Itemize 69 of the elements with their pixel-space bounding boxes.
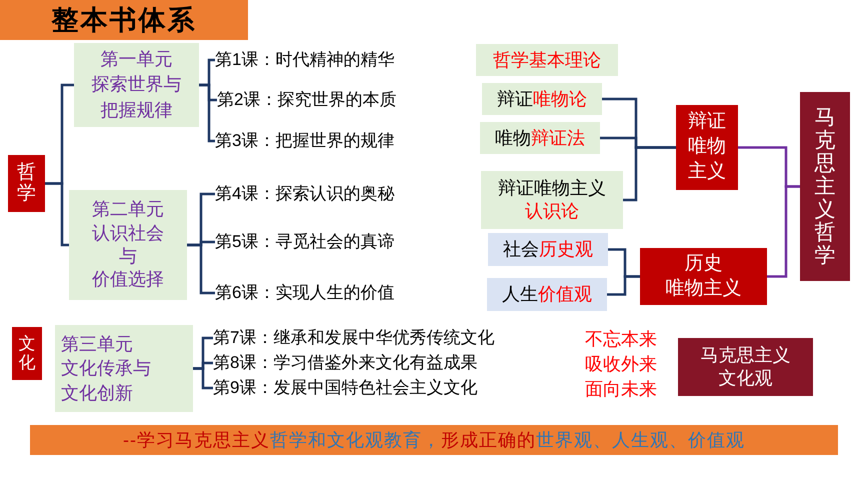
node-text: 辩证 — [497, 88, 533, 110]
node-text: 文化创新 — [61, 382, 133, 405]
node-text: 马克思主义哲学 — [814, 106, 836, 268]
node-text: 第2课：探究世界的本质 — [217, 89, 396, 112]
node-text: 与 — [119, 245, 137, 268]
node-text: 价值选择 — [92, 268, 164, 292]
node-text: 第4课：探索认识的奥秘 — [215, 183, 394, 206]
node-text: 辩证唯物主义 — [688, 110, 726, 184]
node-text: 人生 — [502, 283, 538, 306]
node-text: --学习马克思主义 — [123, 428, 270, 452]
node-text: 第3课：把握世界的规律 — [215, 130, 394, 152]
node-text: 第1课：时代精神的精华 — [215, 49, 394, 72]
node-text: 哲学和文化观教育， — [270, 428, 441, 452]
motto-text: 面向未来 — [585, 378, 657, 402]
node-text: 第9课：发展中国特色社会主义文化 — [213, 377, 478, 400]
concept-box — [482, 83, 602, 115]
concept-box — [481, 171, 623, 229]
node-text: 马克思主义 — [700, 344, 790, 367]
node-text: 形成正确的 — [441, 428, 536, 452]
concept-box — [480, 122, 600, 154]
unit-box — [55, 325, 193, 412]
unit-box — [74, 43, 199, 127]
concept-box — [488, 233, 608, 266]
node-text: 第5课：寻觅社会的真谛 — [215, 231, 394, 254]
node-text: 探索世界与 — [92, 73, 182, 96]
bracket-connector — [623, 146, 676, 202]
category-box — [12, 327, 42, 380]
title-banner: 整本书体系 — [0, 0, 248, 40]
node-text: 历史观 — [539, 238, 593, 261]
node-text: 辩证唯物主义 — [498, 176, 606, 200]
node-text: 哲学基本理论 — [493, 48, 601, 72]
theory-box — [800, 92, 850, 281]
category-box — [8, 155, 45, 212]
node-text: 第一单元 — [100, 48, 172, 72]
node-text: 价值观 — [538, 283, 592, 306]
node-text: 社会 — [503, 238, 539, 261]
concept-box — [476, 44, 618, 76]
node-text: 哲学 — [17, 162, 36, 204]
node-text: 第7课：继承和发展中华优秀传统文化 — [213, 327, 494, 350]
node-text: 第三单元 — [61, 333, 133, 356]
theory-box — [640, 248, 767, 305]
node-text: 认识社会 — [92, 222, 164, 245]
bracket-connector — [767, 185, 800, 278]
theory-box — [678, 338, 813, 396]
motto-text: 不忘本来 — [585, 328, 657, 351]
node-text: 历史 — [684, 252, 722, 276]
node-text: 文化观 — [718, 367, 772, 390]
node-text: 第二单元 — [92, 198, 164, 222]
node-text: 把握规律 — [100, 98, 172, 122]
node-text: 第8课：学习借鉴外来文化有益成果 — [213, 352, 478, 374]
node-text: 唯物论 — [533, 88, 587, 110]
bracket-connector — [187, 244, 215, 294]
summary-banner — [30, 425, 838, 455]
node-text: 辩证法 — [531, 126, 585, 150]
bracket-connector — [193, 367, 213, 390]
bracket-connector — [607, 275, 640, 296]
theory-box — [676, 105, 738, 190]
unit-box — [69, 190, 187, 300]
node-text: 唯物 — [495, 126, 531, 150]
node-text: 认识论 — [525, 200, 579, 223]
node-text: 文化 — [18, 334, 36, 372]
bracket-connector — [45, 182, 69, 246]
node-text: 文化传承与 — [61, 357, 151, 380]
node-text: 唯物主义 — [666, 276, 742, 300]
node-text: 第6课：实现人生的价值 — [215, 282, 394, 304]
node-text: 世界观、人生观、价值观 — [536, 428, 745, 452]
concept-box — [487, 278, 607, 311]
bracket-connector — [199, 84, 215, 142]
motto-text: 吸收外来 — [585, 353, 657, 376]
